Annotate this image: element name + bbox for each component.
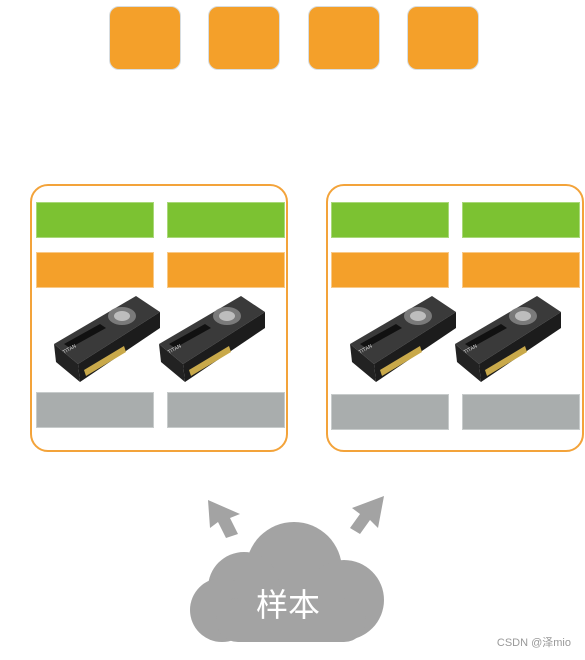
server-1-grad-bar-1 [36, 252, 154, 288]
server-2-grad-bar-1 [331, 252, 449, 288]
gpu-card-icon: TITAN [350, 296, 456, 382]
up-arrow-icon [208, 500, 240, 538]
up-arrow-icon [350, 496, 384, 534]
server-1-param-bar-2 [167, 202, 285, 238]
server-1-grad-bar-2 [167, 252, 285, 288]
output-box-2 [208, 6, 280, 70]
cloud-icon [190, 522, 384, 642]
cloud-label: 样本 [255, 586, 320, 624]
output-box-1 [109, 6, 181, 70]
server-1-data-bar-2 [167, 392, 285, 428]
watermark: CSDN @泽mio [496, 637, 571, 649]
gpu-card-icon: TITAN [54, 296, 160, 382]
server-1: TITAN TITAN [30, 184, 288, 452]
server-2-data-bar-1 [331, 394, 449, 430]
server-1-data-bar-1 [36, 392, 154, 428]
output-box-3 [308, 6, 380, 70]
server-2-data-bar-2 [462, 394, 580, 430]
server-2-grad-bar-2 [462, 252, 580, 288]
server-2: TITAN TITAN [326, 184, 584, 452]
gpu-card-icon: TITAN [455, 296, 561, 382]
output-box-4 [407, 6, 479, 70]
gpu-card-icon: TITAN [159, 296, 265, 382]
server-2-param-bar-2 [462, 202, 580, 238]
server-2-param-bar-1 [331, 202, 449, 238]
server-1-param-bar-1 [36, 202, 154, 238]
